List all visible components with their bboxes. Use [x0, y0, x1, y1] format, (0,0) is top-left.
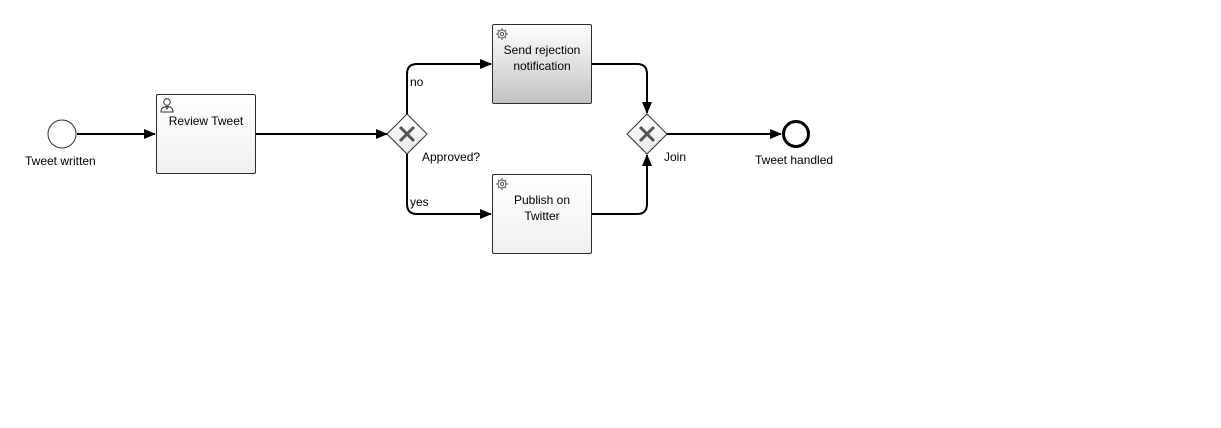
flow-no-label: no: [410, 75, 424, 89]
flow-reject-to-join[interactable]: [592, 63, 652, 114]
gateway-approved-label: Approved?: [422, 150, 481, 164]
flow-approved-yes[interactable]: [406, 154, 492, 219]
task-publish-on-twitter-label: Publish on Twitter: [513, 193, 571, 223]
start-event-label: Tweet written: [25, 154, 96, 168]
flow-approved-no[interactable]: [406, 59, 492, 114]
user-icon: [160, 98, 174, 113]
task-send-rejection[interactable]: Send rejection notification: [492, 24, 592, 104]
end-event-label: Tweet handled: [755, 153, 834, 167]
sequence-flows: [77, 59, 782, 219]
flow-publish-to-join[interactable]: [592, 154, 652, 215]
end-event[interactable]: [782, 120, 810, 148]
task-send-rejection-label: Send rejection notification: [503, 43, 581, 73]
task-publish-on-twitter[interactable]: Publish on Twitter: [492, 174, 592, 254]
exclusive-x-icon: [638, 125, 656, 143]
task-review-tweet[interactable]: Review Tweet: [156, 94, 256, 174]
gear-icon: [496, 28, 508, 40]
gear-icon: [496, 178, 508, 190]
exclusive-x-icon: [398, 125, 416, 143]
gateway-approved[interactable]: [386, 113, 428, 155]
start-event[interactable]: [47, 119, 77, 149]
flow-yes-label: yes: [410, 195, 429, 209]
gateway-join-label: Join: [664, 150, 687, 164]
task-review-tweet-label: Review Tweet: [168, 114, 244, 128]
gateway-join[interactable]: [626, 113, 668, 155]
